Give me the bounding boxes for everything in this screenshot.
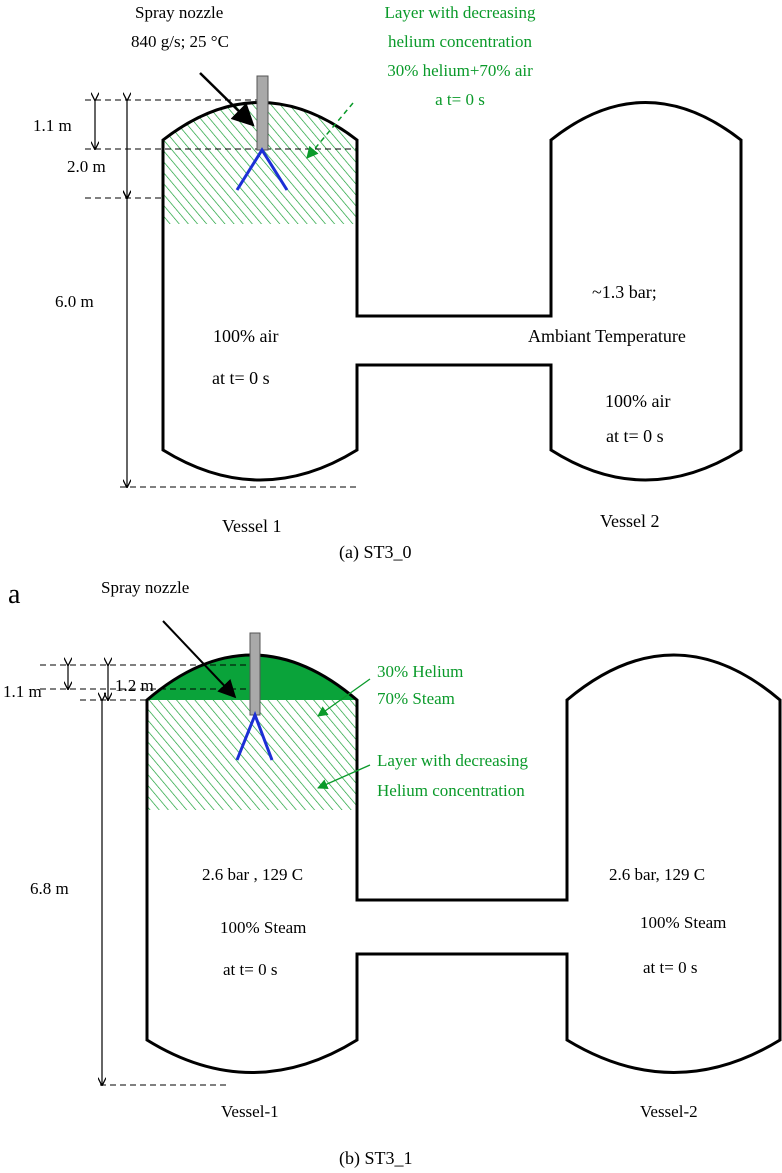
helium-text-line: 30% Helium [377, 662, 463, 681]
layer-text-line: a t= 0 s [435, 90, 485, 109]
v2-pressure-text: 2.6 bar, 129 C [609, 865, 705, 884]
vessel-2-label: Vessel 2 [600, 511, 660, 531]
spray-cone-icon [235, 710, 274, 761]
spray-nozzle [249, 632, 261, 716]
v1-pressure-text: 2.6 bar , 129 C [202, 865, 303, 884]
v2-time-text: at t= 0 s [606, 426, 664, 446]
helium-text-line: 70% Steam [377, 689, 455, 708]
nozzle-spec: 840 g/s; 25 °C [131, 32, 229, 51]
v2-steam-text: 100% Steam [640, 913, 726, 932]
layer-text-line: Layer with decreasing [377, 751, 529, 770]
layer-text-line: helium concentration [388, 32, 532, 51]
dim-label-2: 2.0 m [67, 157, 106, 176]
dim-label-3: 6.0 m [55, 292, 94, 311]
nozzle-title: Spray nozzle [135, 3, 223, 22]
nozzle-title-b: Spray nozzle [101, 578, 189, 597]
spray-nozzle [256, 75, 269, 151]
v1-steam-text: 100% Steam [220, 918, 306, 937]
layer-text-line: Layer with decreasing [384, 3, 536, 22]
panel-b: a Spray nozzle 1.1 m 1.2 m 6.8 m 30% Hel… [3, 578, 782, 1169]
caption-a: (a) ST3_0 [339, 542, 411, 563]
panel-letter: a [8, 579, 21, 610]
layer-arrow-icon [306, 102, 354, 159]
vessel-1-outline [161, 101, 743, 482]
v1-time-text: at t= 0 s [212, 368, 270, 388]
spray-cone-icon [235, 147, 289, 191]
vessel-2-label-b: Vessel-2 [640, 1102, 698, 1121]
layer-arrow-icon [317, 764, 371, 789]
nozzle-arrow-icon [162, 620, 237, 699]
v2-air-text: 100% air [605, 391, 670, 411]
v2-time-text: at t= 0 s [643, 958, 697, 977]
v2-temp-text: Ambiant Temperature [528, 326, 686, 346]
layer-text-line: Helium concentration [377, 781, 525, 800]
nozzle-arrow-icon [199, 72, 255, 127]
v1-air-text: 100% air [213, 326, 278, 346]
vessel-1-label: Vessel 1 [222, 516, 282, 536]
panel-a: Spray nozzle 840 g/s; 25 °C Layer with d… [33, 3, 743, 563]
vessel-1-label-b: Vessel-1 [221, 1102, 279, 1121]
dim-label-1-b: 1.1 m [3, 682, 42, 701]
v2-pressure-text: ~1.3 bar; [592, 282, 657, 302]
dim-label-2-b: 1.2 m [115, 676, 154, 695]
dim-label-3-b: 6.8 m [30, 879, 69, 898]
dim-label-1: 1.1 m [33, 116, 72, 135]
layer-text-line: 30% helium+70% air [387, 61, 533, 80]
caption-b: (b) ST3_1 [339, 1148, 413, 1169]
helium-arrow-icon [317, 678, 371, 717]
v1-time-text: at t= 0 s [223, 960, 277, 979]
helium-layer-hatch [147, 700, 357, 810]
vessel-b-outline [145, 653, 782, 1074]
